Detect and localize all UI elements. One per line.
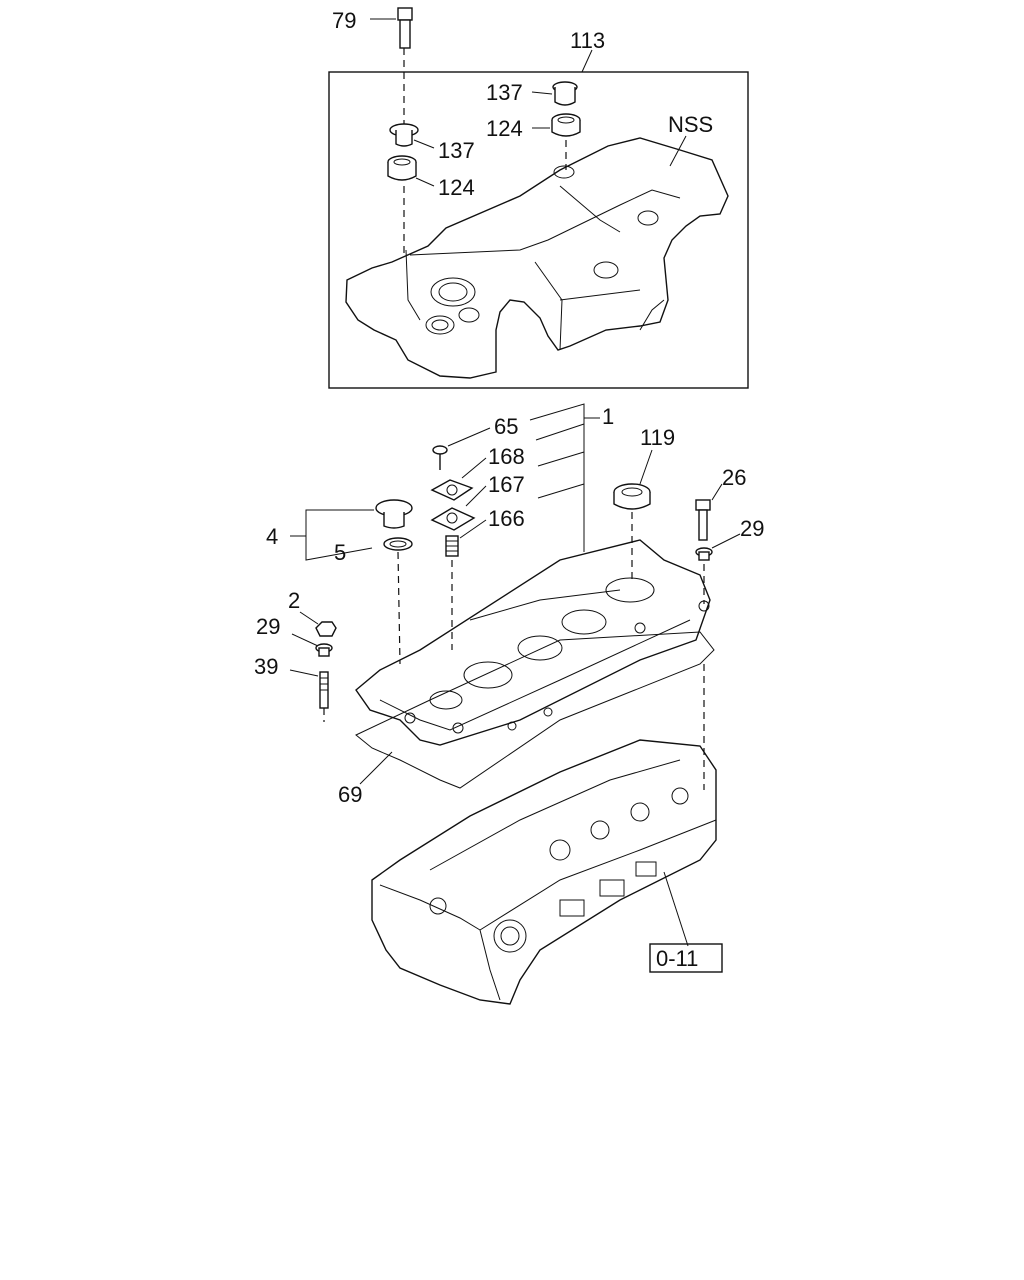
seal-119	[613, 449, 653, 584]
washer-29-left	[291, 633, 333, 657]
label-26: 26	[722, 465, 746, 490]
label-119: 119	[640, 425, 675, 450]
label-166: 166	[488, 506, 525, 531]
stud-39	[289, 669, 329, 722]
cylinder-head-group	[371, 664, 723, 1005]
engine-cover-frame	[328, 71, 749, 389]
cap-4	[375, 499, 413, 529]
label-137-left: 137	[438, 138, 475, 163]
label-4: 4	[266, 524, 278, 549]
head-cover-gasket-69	[355, 631, 715, 789]
label-nss: NSS	[668, 112, 713, 137]
grommet-124-left	[387, 155, 417, 181]
label-1: 1	[602, 404, 614, 429]
plate-168	[430, 457, 487, 501]
label-2: 2	[288, 588, 300, 613]
label-113: 113	[570, 28, 605, 53]
bolt-65	[432, 427, 491, 470]
label-168: 168	[488, 444, 525, 469]
bolt-79	[370, 7, 413, 49]
plate-167	[430, 485, 487, 531]
label-69: 69	[338, 782, 362, 807]
head-cover-group	[289, 403, 741, 789]
label-167: 167	[488, 472, 525, 497]
nut-2	[299, 611, 337, 637]
cylinder-head-cover	[355, 539, 711, 746]
cylinder-head	[371, 739, 717, 1005]
washer-29-right	[695, 533, 741, 604]
label-reference: 0-11	[656, 946, 698, 971]
label-137-right: 137	[486, 80, 523, 105]
collar-137-right	[552, 81, 578, 106]
bolt-26	[695, 483, 723, 541]
collar-137-left	[389, 123, 419, 147]
spring-166	[445, 519, 487, 650]
label-5: 5	[334, 540, 346, 565]
callout-labels: 79 113 137 NSS 124 137 124 65 1 119 168 …	[254, 8, 764, 971]
label-39: 39	[254, 654, 278, 679]
label-65: 65	[494, 414, 518, 439]
oring-5	[383, 537, 413, 551]
label-29-right: 29	[740, 516, 764, 541]
label-79: 79	[332, 8, 356, 33]
engine-cover-group	[328, 7, 749, 389]
label-29-left: 29	[256, 614, 280, 639]
label-124-right: 124	[486, 116, 523, 141]
grommet-124-right	[551, 113, 581, 137]
reference-box	[649, 943, 723, 973]
label-124-left: 124	[438, 175, 475, 200]
